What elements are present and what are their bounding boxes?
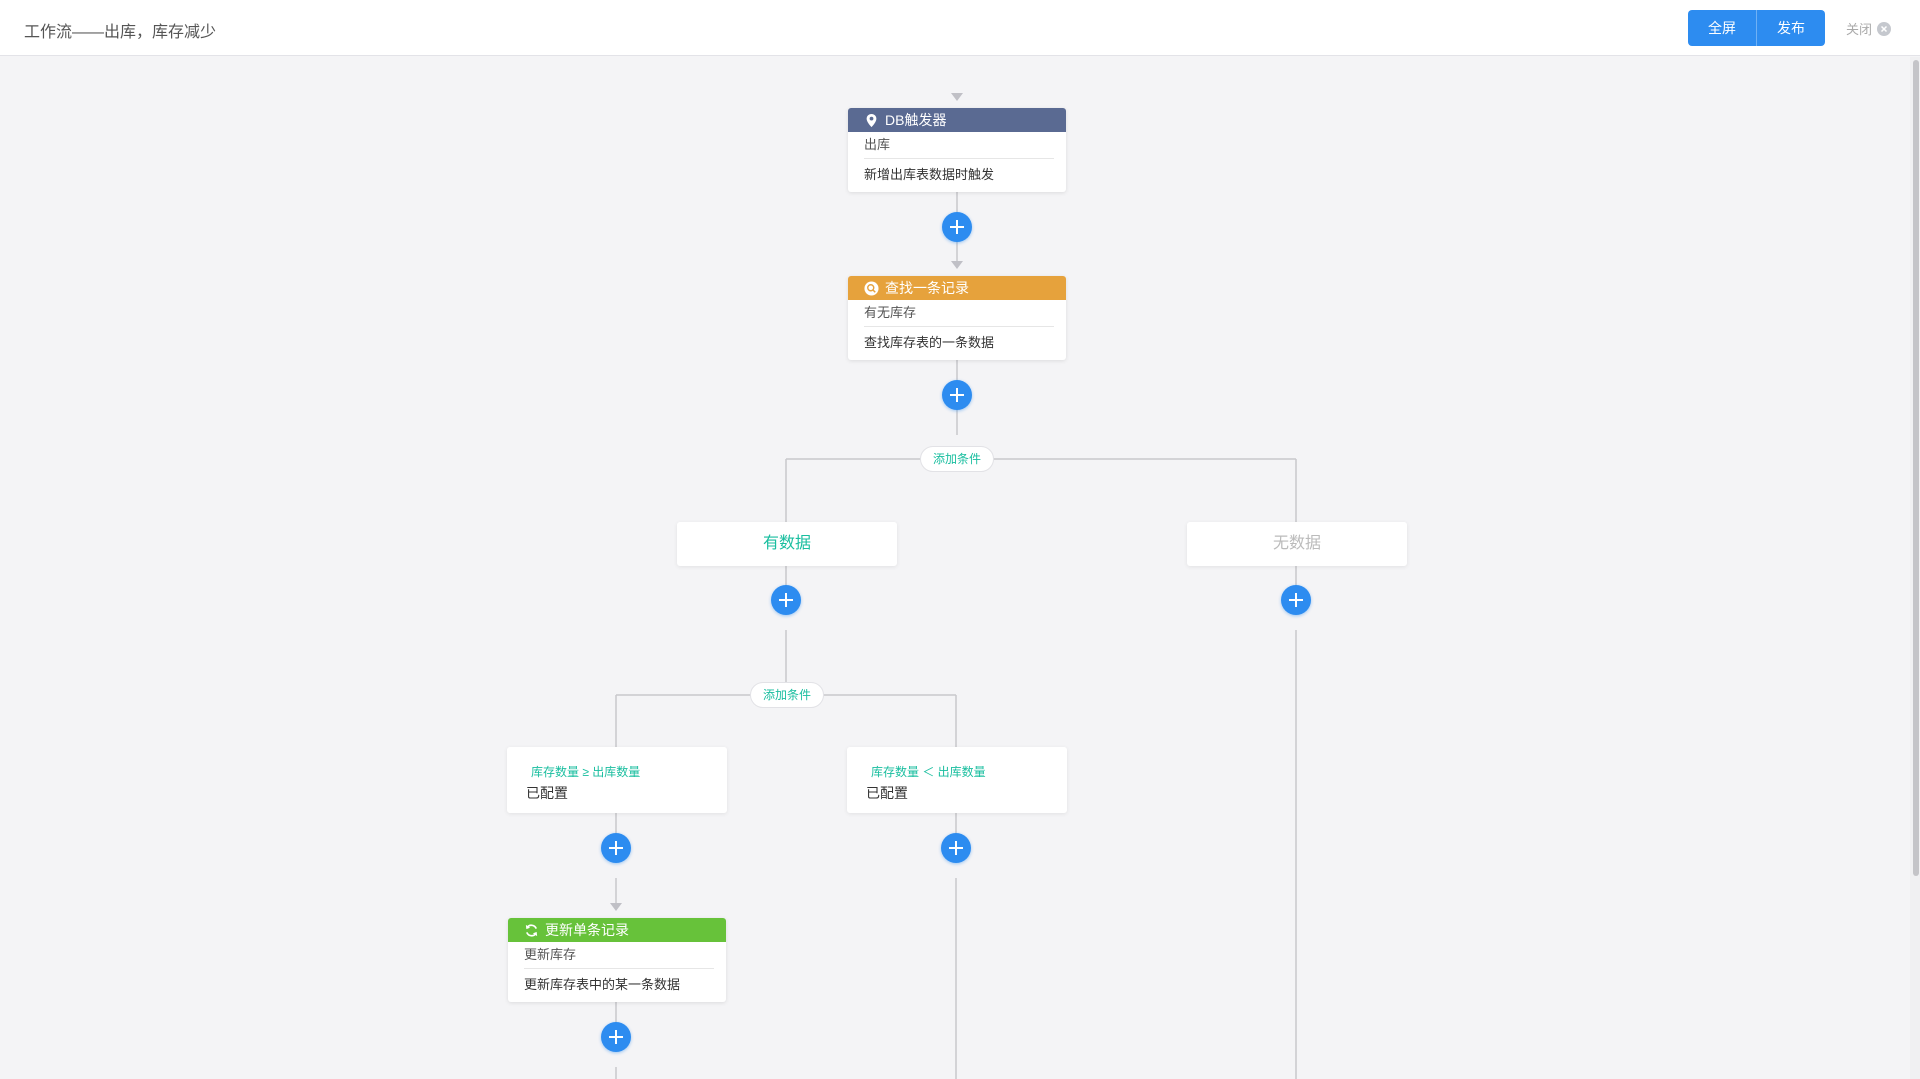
connector-lines	[610, 93, 1297, 1079]
add-condition-button[interactable]: 添加条件	[920, 446, 994, 472]
top-bar: 工作流——出库，库存减少 全屏 发布 关闭	[0, 0, 1920, 56]
condition-status: 已配置	[866, 785, 908, 801]
find-record-node-header: 查找一条记录	[848, 276, 1066, 300]
update-record-node-title: 更新单条记录	[545, 922, 629, 938]
add-node-button[interactable]	[1281, 585, 1311, 615]
trigger-node-header: DB触发器	[848, 108, 1066, 132]
update-record-node-header: 更新单条记录	[508, 918, 726, 942]
publish-button[interactable]: 发布	[1757, 10, 1825, 46]
page-title: 工作流——出库，库存减少	[24, 24, 217, 41]
update-record-node-card[interactable]: 更新单条记录 更新库存 更新库存表中的某一条数据	[508, 918, 726, 1002]
branch-has-data[interactable]: 有数据	[677, 522, 897, 566]
trigger-node-card[interactable]: DB触发器 出库 新增出库表数据时触发	[848, 108, 1066, 192]
find-record-node-card[interactable]: 查找一条记录 有无库存 查找库存表的一条数据	[848, 276, 1066, 360]
add-node-button[interactable]	[942, 212, 972, 242]
workflow-canvas: DB触发器 出库 新增出库表数据时触发 查找一条记录 有无库存 查找库存表的一条…	[0, 57, 1920, 1079]
close-label: 关闭	[1846, 22, 1873, 37]
search-icon	[864, 280, 879, 296]
condition-expression: 库存数量 ≥ 出库数量	[531, 765, 641, 779]
find-record-node-title: 查找一条记录	[885, 280, 969, 296]
branch-no-data[interactable]: 无数据	[1187, 522, 1407, 566]
condition-card[interactable]: 库存数量 ＜ 出库数量 已配置	[847, 747, 1067, 813]
add-node-button[interactable]	[601, 833, 631, 863]
condition-status: 已配置	[526, 785, 568, 801]
find-record-node-subtitle: 有无库存	[864, 300, 1054, 327]
condition-card[interactable]: 库存数量 ≥ 出库数量 已配置	[507, 747, 727, 813]
add-node-button[interactable]	[942, 380, 972, 410]
trigger-node-subtitle: 出库	[864, 132, 1054, 159]
find-record-node-description: 查找库存表的一条数据	[864, 335, 995, 350]
fullscreen-button[interactable]: 全屏	[1688, 10, 1757, 46]
trigger-node-description: 新增出库表数据时触发	[864, 167, 995, 182]
add-node-button[interactable]	[941, 833, 971, 863]
add-condition-button[interactable]: 添加条件	[750, 682, 824, 708]
trigger-node-title: DB触发器	[885, 112, 947, 128]
map-pin-icon	[866, 113, 877, 127]
refresh-icon	[525, 923, 538, 937]
update-record-node-subtitle: 更新库存	[524, 942, 714, 969]
close-circle-icon	[1877, 21, 1892, 36]
scrollbar-thumb[interactable]	[1913, 60, 1919, 876]
condition-expression: 库存数量 ＜ 出库数量	[871, 765, 986, 779]
action-button-group: 全屏 发布	[1688, 10, 1825, 46]
update-record-node-description: 更新库存表中的某一条数据	[524, 977, 681, 992]
close-button[interactable]: 关闭	[1846, 19, 1892, 38]
add-node-button[interactable]	[601, 1022, 631, 1052]
add-node-button[interactable]	[771, 585, 801, 615]
